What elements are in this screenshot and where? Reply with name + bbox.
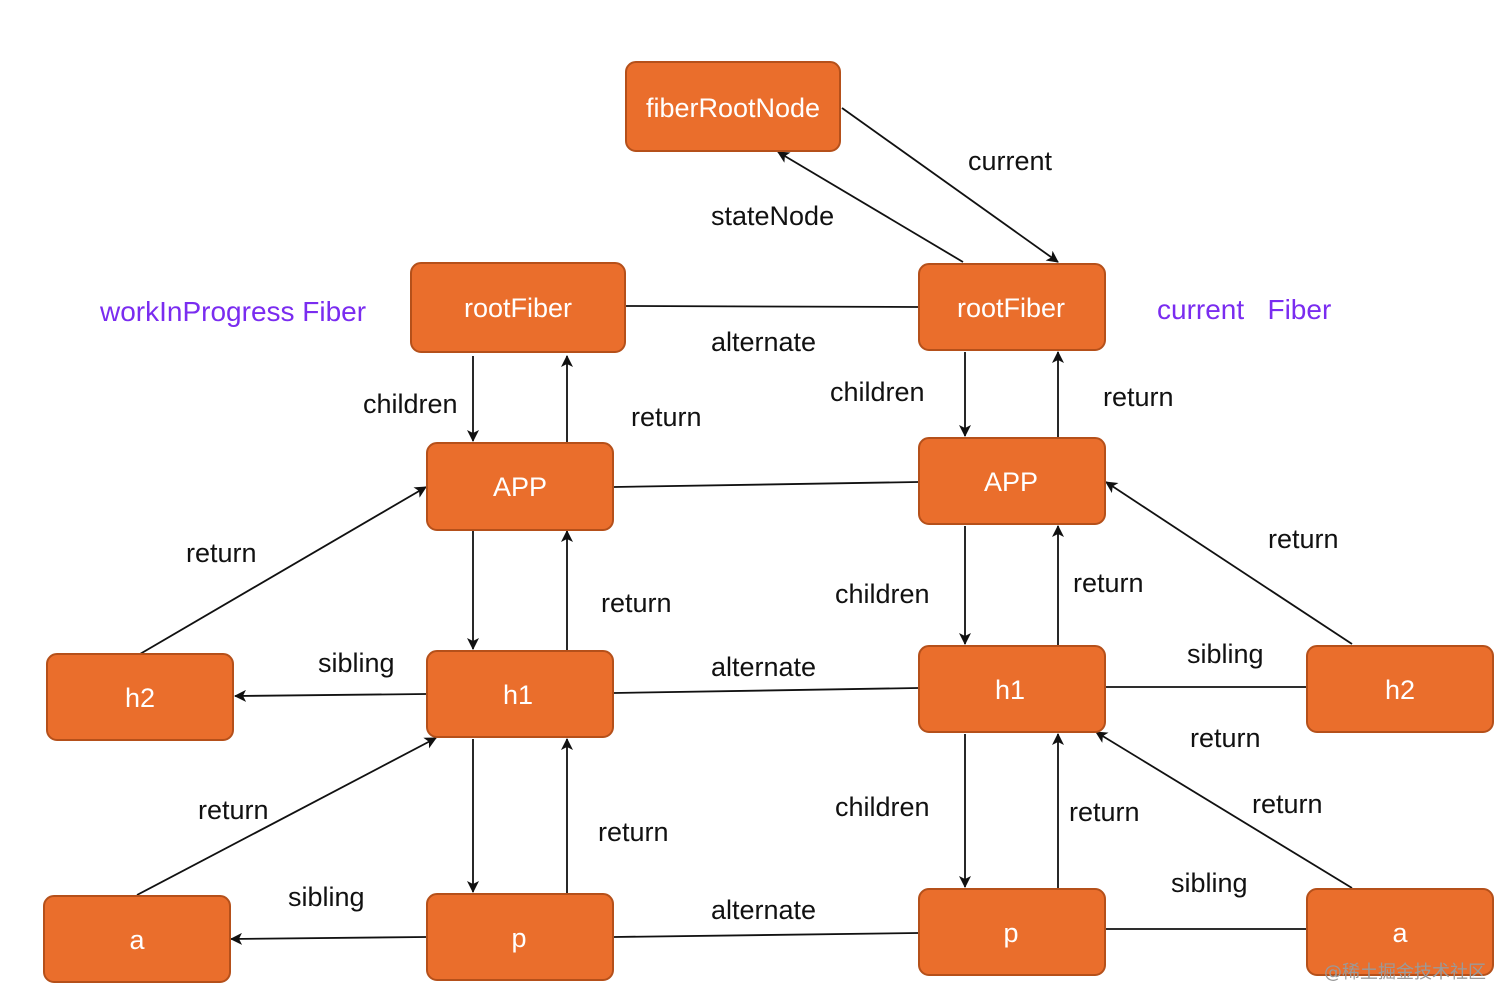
node-label: APP [984, 467, 1038, 497]
label-children-app-right: children [835, 579, 930, 609]
node-rootfiber-right: rootFiber [918, 263, 1106, 351]
label-return-a-left: return [198, 795, 269, 825]
label-children-root-left: children [363, 389, 458, 419]
label-return-h2-h1-right: return [1190, 723, 1261, 753]
label-children-h1-right: children [835, 792, 930, 822]
node-label: a [1392, 918, 1408, 948]
label-children-root-right: children [830, 377, 925, 407]
label-alternate-root: alternate [711, 327, 816, 357]
node-rootfiber-left: rootFiber [410, 262, 626, 353]
node-label: h2 [1385, 675, 1415, 705]
node-app-left: APP [426, 442, 614, 531]
node-label: fiberRootNode [646, 93, 820, 123]
watermark: @稀土掘金技术社区 [1324, 962, 1486, 983]
edge-return-h2-left [139, 486, 427, 655]
node-a-left: a [43, 895, 231, 983]
label-sibling-p-left: sibling [288, 882, 365, 912]
label-return-root-right: return [1103, 382, 1174, 412]
node-label: p [511, 923, 526, 953]
node-label: h1 [503, 680, 533, 710]
edge-current [841, 107, 1059, 263]
edge-alternate-app [613, 481, 919, 488]
label-return-h1-p-left: return [598, 817, 669, 847]
edge-return-a-right [1095, 731, 1353, 889]
node-fiberrootnode: fiberRootNode [625, 61, 841, 152]
node-label: h2 [125, 683, 155, 713]
node-p-left: p [426, 893, 614, 981]
title-workinprogress-fiber: workInProgress Fiber [99, 296, 366, 327]
edge-sibling-p-left [230, 932, 427, 945]
node-h1-left: h1 [426, 650, 614, 738]
label-current: current [968, 146, 1053, 176]
edge-return-h2-app-right [1105, 481, 1353, 645]
edge-return-a-left [136, 737, 437, 896]
title-current-fiber: current Fiber [1157, 294, 1331, 325]
edge-alternate-h1 [613, 687, 919, 694]
label-sibling-h1-right: sibling [1187, 639, 1264, 669]
edge-alternate-p [613, 932, 919, 938]
nodes: fiberRootNode rootFiber rootFiber APP AP… [43, 61, 1494, 983]
label-return-app-h1-right: return [1073, 568, 1144, 598]
label-statenode: stateNode [711, 201, 834, 231]
node-p-right: p [918, 888, 1106, 976]
node-label: rootFiber [464, 293, 572, 323]
node-h2-right: h2 [1306, 645, 1494, 733]
edge-statenode [777, 151, 964, 263]
node-h1-right: h1 [918, 645, 1106, 733]
node-label: p [1003, 918, 1018, 948]
node-a-right: a [1306, 888, 1494, 976]
node-label: APP [493, 472, 547, 502]
edge-alternate-root [625, 305, 919, 308]
edges [136, 107, 1353, 945]
node-h2-left: h2 [46, 653, 234, 741]
label-sibling-h1-left: sibling [318, 648, 395, 678]
label-return-h2-left: return [186, 538, 257, 568]
label-alternate-h1: alternate [711, 652, 816, 682]
label-alternate-p: alternate [711, 895, 816, 925]
label-return-root-left: return [631, 402, 702, 432]
edge-sibling-h1-left [234, 689, 427, 702]
edge-labels: current stateNode alternate children ret… [186, 146, 1339, 925]
label-return-a-right: return [1252, 789, 1323, 819]
label-sibling-p-right: sibling [1171, 868, 1248, 898]
label-return-h1-p-right: return [1069, 797, 1140, 827]
node-label: a [129, 925, 145, 955]
label-return-h2-right: return [1268, 524, 1339, 554]
label-return-app-h1-left: return [601, 588, 672, 618]
node-label: h1 [995, 675, 1025, 705]
node-app-right: APP [918, 437, 1106, 525]
node-label: rootFiber [957, 293, 1065, 323]
